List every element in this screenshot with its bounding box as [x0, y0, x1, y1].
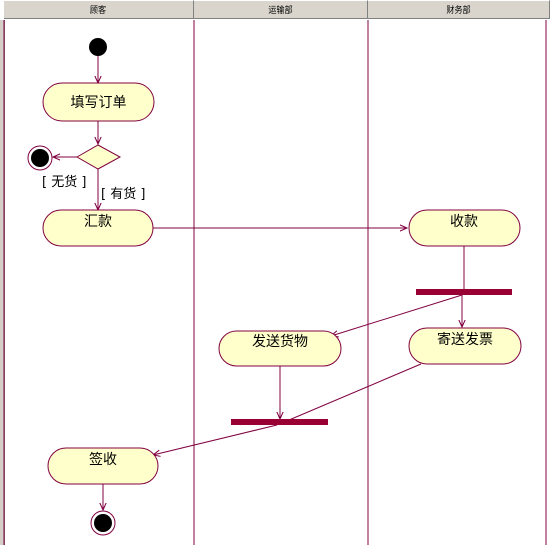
final-node-dot-2 — [94, 514, 112, 532]
activity-send-invoice-shape[interactable] — [408, 327, 522, 365]
activity-ship-goods-label: 发送货物 — [252, 333, 308, 350]
flow-invoice-to-join — [281, 363, 422, 424]
activity-sign-receipt-shape[interactable] — [47, 447, 159, 485]
activity-remit-shape[interactable] — [42, 209, 154, 247]
lane-header-shipping-label: 运输部 — [268, 6, 293, 16]
activity-receive-payment[interactable]: 收款 — [408, 209, 521, 247]
guard-out-of-stock: [ 无货 ] — [42, 174, 86, 190]
final-node-out-of-stock[interactable] — [27, 145, 53, 171]
activity-send-invoice-label: 寄送发票 — [437, 331, 493, 348]
activity-ship-goods-shape[interactable] — [218, 330, 342, 367]
activity-fill-order[interactable]: 填写订单 — [42, 82, 155, 122]
final-node-dot-1 — [31, 149, 49, 167]
join-bar[interactable] — [231, 419, 328, 425]
activity-fill-order-label: 填写订单 — [71, 95, 127, 111]
initial-node[interactable] — [89, 38, 107, 56]
flow-fork-to-ship — [331, 294, 463, 336]
activity-receive-payment-shape[interactable] — [408, 209, 521, 247]
final-node-end[interactable] — [90, 510, 116, 536]
lane-header-shipping[interactable]: 运输部 — [194, 0, 368, 19]
lane-header-customer[interactable]: 顾客 — [4, 0, 194, 19]
activity-receive-payment-label: 收款 — [450, 214, 478, 230]
activity-remit[interactable]: 汇款 — [42, 209, 154, 247]
activity-remit-label: 汇款 — [84, 214, 112, 230]
fork-bar[interactable] — [416, 289, 512, 295]
decision-diamond[interactable] — [75, 144, 122, 170]
flow-edges — [53, 56, 464, 510]
guard-in-stock: [ 有货 ] — [101, 186, 145, 202]
activity-send-invoice[interactable]: 寄送发票 — [408, 327, 522, 365]
flow-join-to-sign — [153, 424, 278, 455]
activity-sign-receipt-label: 签收 — [89, 451, 117, 468]
activity-ship-goods[interactable]: 发送货物 — [218, 330, 342, 367]
activity-sign-receipt[interactable]: 签收 — [47, 447, 159, 485]
lane-header-finance-label: 财务部 — [446, 6, 471, 16]
lane-header-customer-label: 顾客 — [90, 6, 107, 16]
activity-fill-order-shape[interactable] — [42, 82, 155, 122]
